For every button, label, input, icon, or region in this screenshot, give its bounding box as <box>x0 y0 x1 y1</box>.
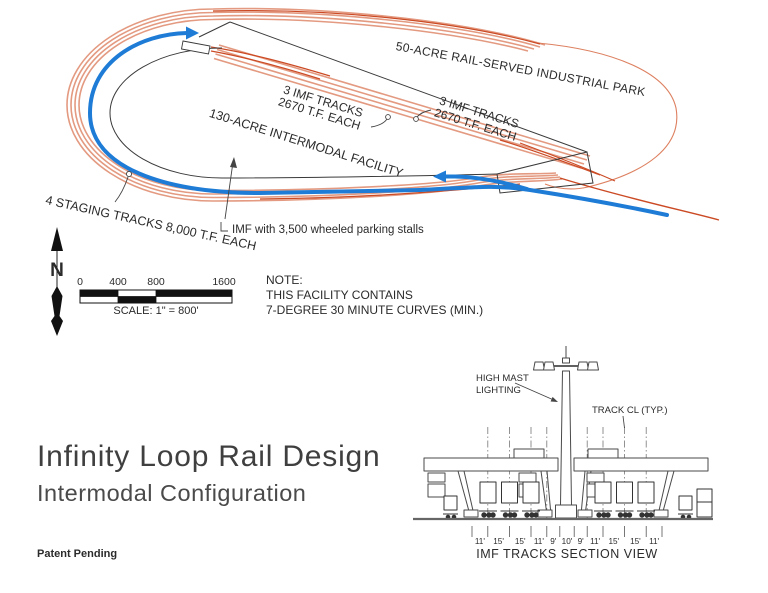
truck <box>637 481 655 518</box>
dim-label: 15' <box>630 537 641 546</box>
dim-label: 15' <box>493 537 504 546</box>
parking-label: IMF with 3,500 wheeled parking stalls <box>232 224 424 236</box>
north-arrow: N <box>50 227 64 336</box>
dim-label: 11' <box>590 537 600 546</box>
container-stack <box>696 488 713 503</box>
page-title: Infinity Loop Rail Design <box>37 440 381 473</box>
dim-label: 9' <box>578 537 585 546</box>
dim-label: 11' <box>475 537 485 546</box>
dim-label: 11' <box>649 537 659 546</box>
patent-note: Patent Pending <box>37 548 117 560</box>
parking-leader-arrow-icon <box>230 157 237 168</box>
truck-route-main <box>87 31 669 217</box>
scale-caption: SCALE: 1" = 800' <box>113 305 198 317</box>
container-trucks <box>443 481 713 520</box>
imf-right-leader <box>416 109 432 118</box>
imf-right-marker <box>413 116 419 122</box>
dim-label: 9' <box>550 537 557 546</box>
dim-label: 11' <box>534 537 544 546</box>
north-label: N <box>50 260 64 281</box>
dim-label: 10' <box>562 537 573 546</box>
high-mast-label-1: HIGH MAST <box>476 373 529 384</box>
high-mast-leader-arrow-icon <box>550 396 558 402</box>
title-block: Infinity Loop Rail Design Intermodal Con… <box>37 440 381 560</box>
truck-route <box>87 31 669 217</box>
site-plan: 50-ACRE RAIL-SERVED INDUSTRIAL PARK 3 IM… <box>44 7 720 336</box>
section-annotations: HIGH MAST LIGHTING TRACK CL (TYP.) IMF T… <box>476 373 668 561</box>
scale-tick-800: 800 <box>147 276 165 288</box>
scale-tick-400: 400 <box>109 276 127 288</box>
scale-tick-1600: 1600 <box>212 276 236 288</box>
staging-tracks-label: 4 STAGING TRACKS 8,000 T.F. EACH <box>44 193 257 253</box>
park-boundary-long-edge <box>229 21 588 153</box>
page-subtitle: Intermodal Configuration <box>37 480 306 506</box>
track-cl-leader <box>622 415 625 429</box>
truck <box>522 481 540 518</box>
imf-track-bundle <box>213 44 591 169</box>
track-cl-label: TRACK CL (TYP.) <box>592 405 668 416</box>
high-mast-label-2: LIGHTING <box>476 385 521 396</box>
truck <box>594 481 612 518</box>
imf-left-marker <box>385 114 391 120</box>
scale-tick-0: 0 <box>77 276 83 288</box>
route-arrow-west-icon <box>433 170 446 183</box>
truck <box>500 481 519 518</box>
high-mast-light <box>533 346 599 519</box>
section-caption: IMF TRACKS SECTION VIEW <box>476 547 657 561</box>
imf-section-view: 11' 15' 15' 11' 9' 10' 9' 11' 15' 15' 11… <box>413 346 713 561</box>
intermodal-facility-label: 130-ACRE INTERMODAL FACILITY <box>208 106 406 180</box>
route-arrow-east-icon <box>186 26 199 40</box>
truck <box>479 481 497 518</box>
dim-label: 15' <box>608 537 619 546</box>
small-truck <box>678 495 693 520</box>
industrial-park-label: 50-ACRE RAIL-SERVED INDUSTRIAL PARK <box>395 39 647 99</box>
imf-inner-boundary <box>109 47 498 179</box>
note-line-2: 7-DEGREE 30 MINUTE CURVES (MIN.) <box>266 303 483 317</box>
small-truck <box>443 495 458 520</box>
parking-leader <box>224 161 234 220</box>
dimension-labels: 11' 15' 15' 11' 9' 10' 9' 11' 15' 15' 11… <box>475 537 660 546</box>
grade-separation-stub <box>180 40 211 55</box>
truck <box>615 481 634 518</box>
dimension-ticks <box>471 526 663 537</box>
track-centerlines <box>487 427 647 519</box>
park-boundary-short-edge <box>198 21 231 38</box>
note-block: NOTE: THIS FACILITY CONTAINS 7-DEGREE 30… <box>266 273 483 317</box>
dim-label: 15' <box>515 537 526 546</box>
note-line-1: THIS FACILITY CONTAINS <box>266 288 413 302</box>
industrial-park-loop <box>537 42 678 190</box>
north-arrow-head-icon <box>51 227 63 251</box>
truck-route-branch <box>442 174 529 191</box>
scale-bar: 0 400 800 1600 SCALE: 1" = 800' <box>77 276 236 317</box>
staging-leader-marker <box>125 170 133 178</box>
leader-lines <box>114 109 432 232</box>
imf-left-leader <box>370 118 388 128</box>
staging-leader <box>114 176 129 203</box>
container-stack <box>696 501 713 518</box>
parking-label-elbow <box>220 222 228 232</box>
high-mast-leader <box>514 382 557 402</box>
note-heading: NOTE: <box>266 273 303 287</box>
north-arrow-fletch-icon <box>51 286 63 336</box>
